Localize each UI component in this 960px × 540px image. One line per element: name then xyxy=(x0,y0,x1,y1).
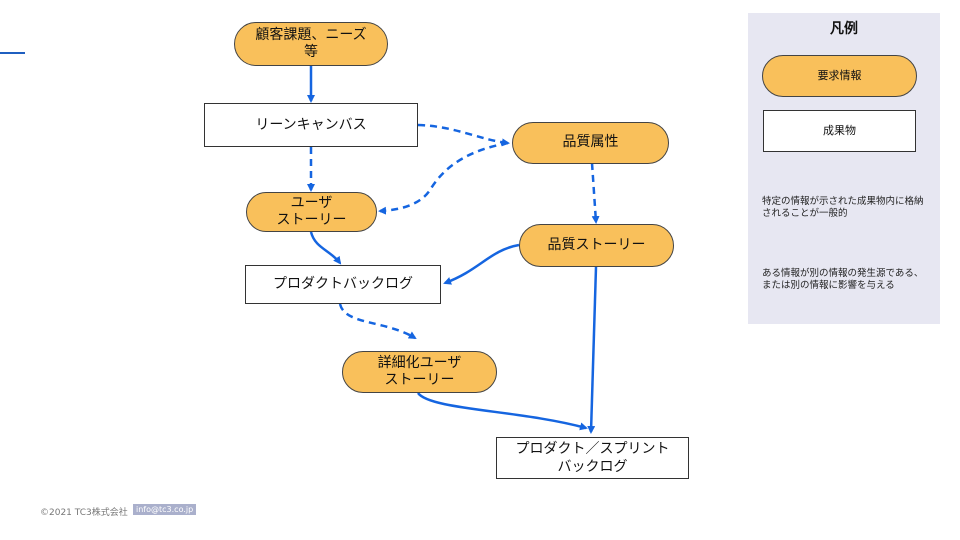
edge-detailed-to-sprint xyxy=(416,392,588,431)
node-customer-needs: 顧客課題、ニーズ 等 xyxy=(234,22,388,66)
node-quality-story: 品質ストーリー xyxy=(519,224,674,267)
edge-quality-attr-to-userstory xyxy=(378,141,509,215)
node-detailed-user-story: 詳細化ユーザ ストーリー xyxy=(342,351,497,393)
node-lean-canvas: リーンキャンバス xyxy=(204,103,418,147)
edge-canvas-to-quality-attr xyxy=(417,123,510,147)
legend-requirement-sample: 要求情報 xyxy=(762,55,917,97)
legend-artifact-sample: 成果物 xyxy=(763,110,916,152)
legend-dashed-arrow-desc: ある情報が別の情報の発生源である、または別の情報に影響を与える xyxy=(762,268,924,292)
edge-quality-story-to-backlog xyxy=(443,243,520,285)
node-product-backlog: プロダクトバックログ xyxy=(245,265,441,304)
legend-title: 凡例 xyxy=(830,21,858,37)
legend-solid-arrow-desc: 特定の情報が示された成果物内に格納されることが一般的 xyxy=(762,196,924,220)
footer-email[interactable]: info@tc3.co.jp xyxy=(133,504,197,515)
accent-line xyxy=(0,52,25,54)
node-quality-attributes: 品質属性 xyxy=(512,122,669,164)
node-user-story: ユーザ ストーリー xyxy=(246,192,377,232)
edge-backlog-to-detailed xyxy=(338,303,417,340)
edge-quality-attr-to-quality-story xyxy=(590,162,600,224)
edge-userstory-to-backlog xyxy=(309,231,342,265)
node-sprint-backlog: プロダクト／スプリント バックログ xyxy=(496,437,689,479)
footer-copyright: ©2021 TC3株式会社 xyxy=(40,508,128,518)
edge-quality-story-to-sprint xyxy=(587,266,598,434)
